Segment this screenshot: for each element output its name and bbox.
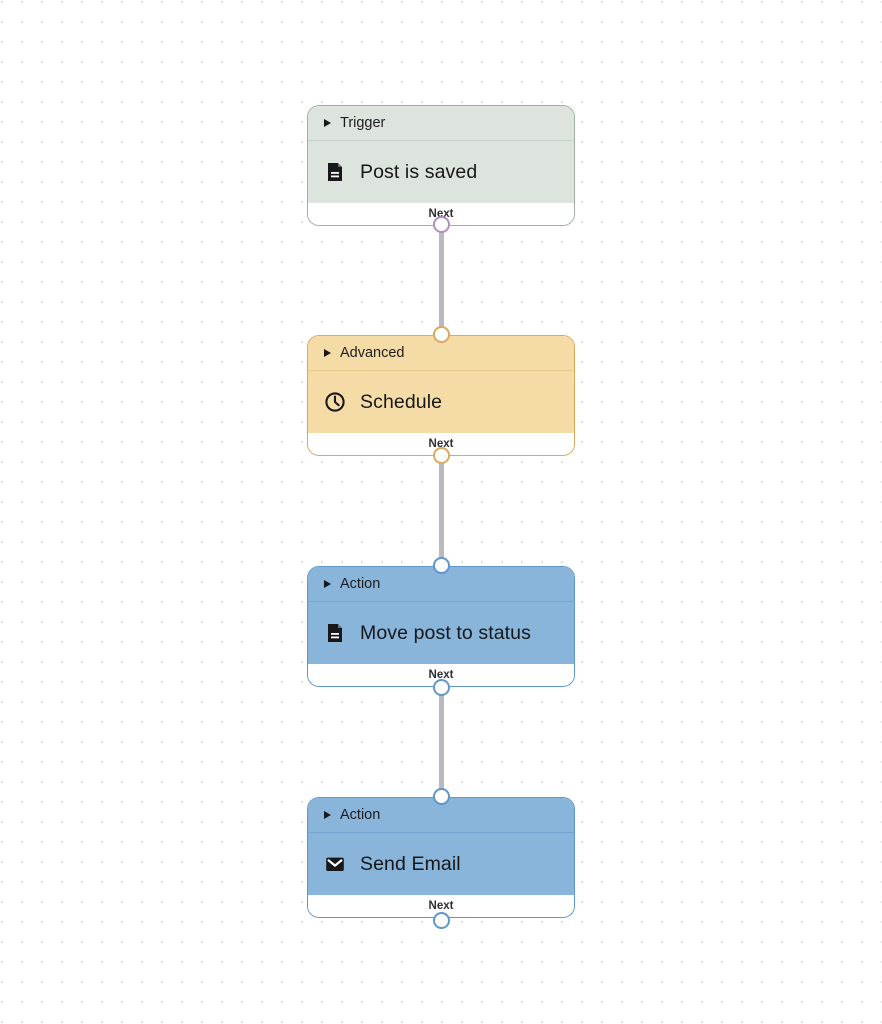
node-title: Post is saved [360,160,478,183]
node-category-label: Action [340,576,381,592]
connector-handle-move-post-in[interactable] [433,557,450,574]
connector-handle-move-post-out[interactable] [433,679,450,696]
clock-icon [324,391,346,413]
node-divider [308,601,574,602]
workflow-node-trigger[interactable]: Trigger Post is saved Next [307,105,575,226]
node-body[interactable]: Schedule [308,371,574,433]
node-body[interactable]: Send Email [308,833,574,895]
node-header[interactable]: Trigger [308,106,574,140]
document-icon [324,622,346,644]
node-category-label: Advanced [340,345,405,361]
connector-handle-advanced-out[interactable] [433,447,450,464]
connector-handle-trigger-out[interactable] [433,216,450,233]
connector-handle-send-email-in[interactable] [433,788,450,805]
caret-right-icon[interactable] [324,580,331,588]
node-divider [308,832,574,833]
connector-handle-advanced-in[interactable] [433,326,450,343]
workflow-node-advanced[interactable]: Advanced Schedule Next [307,335,575,456]
node-divider [308,370,574,371]
caret-right-icon[interactable] [324,811,331,819]
node-title: Move post to status [360,621,531,644]
connector-line [439,688,444,797]
node-next-label[interactable]: Next [308,895,574,917]
connector-line [439,456,444,566]
caret-right-icon[interactable] [324,349,331,357]
envelope-icon [324,853,346,875]
node-title: Send Email [360,852,461,875]
node-category-label: Action [340,807,381,823]
node-divider [308,140,574,141]
node-title: Schedule [360,390,443,413]
node-next-label[interactable]: Next [308,664,574,686]
connector-line [439,225,444,335]
node-category-label: Trigger [340,115,386,131]
document-icon [324,161,346,183]
workflow-node-move-post-to-status[interactable]: Action Move post to status Next [307,566,575,687]
caret-right-icon[interactable] [324,119,331,127]
workflow-node-send-email[interactable]: Action Send Email Next [307,797,575,918]
node-next-label[interactable]: Next [308,433,574,455]
node-next-label[interactable]: Next [308,203,574,225]
node-body[interactable]: Post is saved [308,141,574,203]
node-body[interactable]: Move post to status [308,602,574,664]
connector-handle-send-email-out[interactable] [433,912,450,929]
